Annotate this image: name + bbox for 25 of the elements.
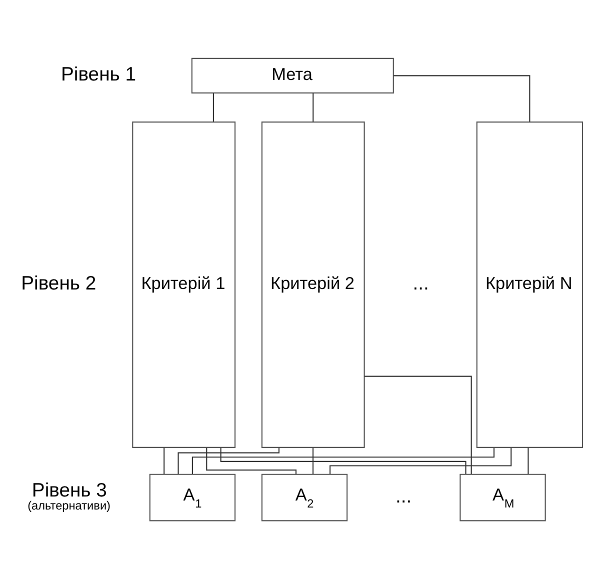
connector: [394, 75, 530, 122]
node-box: Мета: [191, 58, 394, 94]
connector: [212, 93, 214, 122]
connector: [312, 448, 314, 474]
node-box: A$_{1}$: [149, 474, 236, 522]
connector: [220, 448, 466, 474]
connector: [206, 448, 297, 474]
node-box: Критерій 2: [261, 122, 365, 448]
connector: [330, 448, 512, 474]
connector: [528, 448, 529, 474]
label: ...: [396, 485, 412, 508]
label: (альтернативи): [28, 498, 111, 513]
connector: [178, 448, 280, 474]
label: Рівень 1: [61, 63, 136, 86]
node-box: Критерій N: [476, 122, 584, 448]
node-box: A$_{2}$: [261, 474, 348, 522]
connector: [312, 93, 314, 122]
label: Рівень 2: [21, 272, 96, 294]
label: ...: [412, 272, 429, 294]
connector: [164, 448, 165, 474]
connector: [192, 448, 495, 474]
connector: [364, 376, 472, 474]
label: Рівень 3: [32, 479, 107, 502]
node-box: A$_{M}$: [460, 474, 546, 522]
node-box: Критерій 1: [132, 122, 236, 448]
